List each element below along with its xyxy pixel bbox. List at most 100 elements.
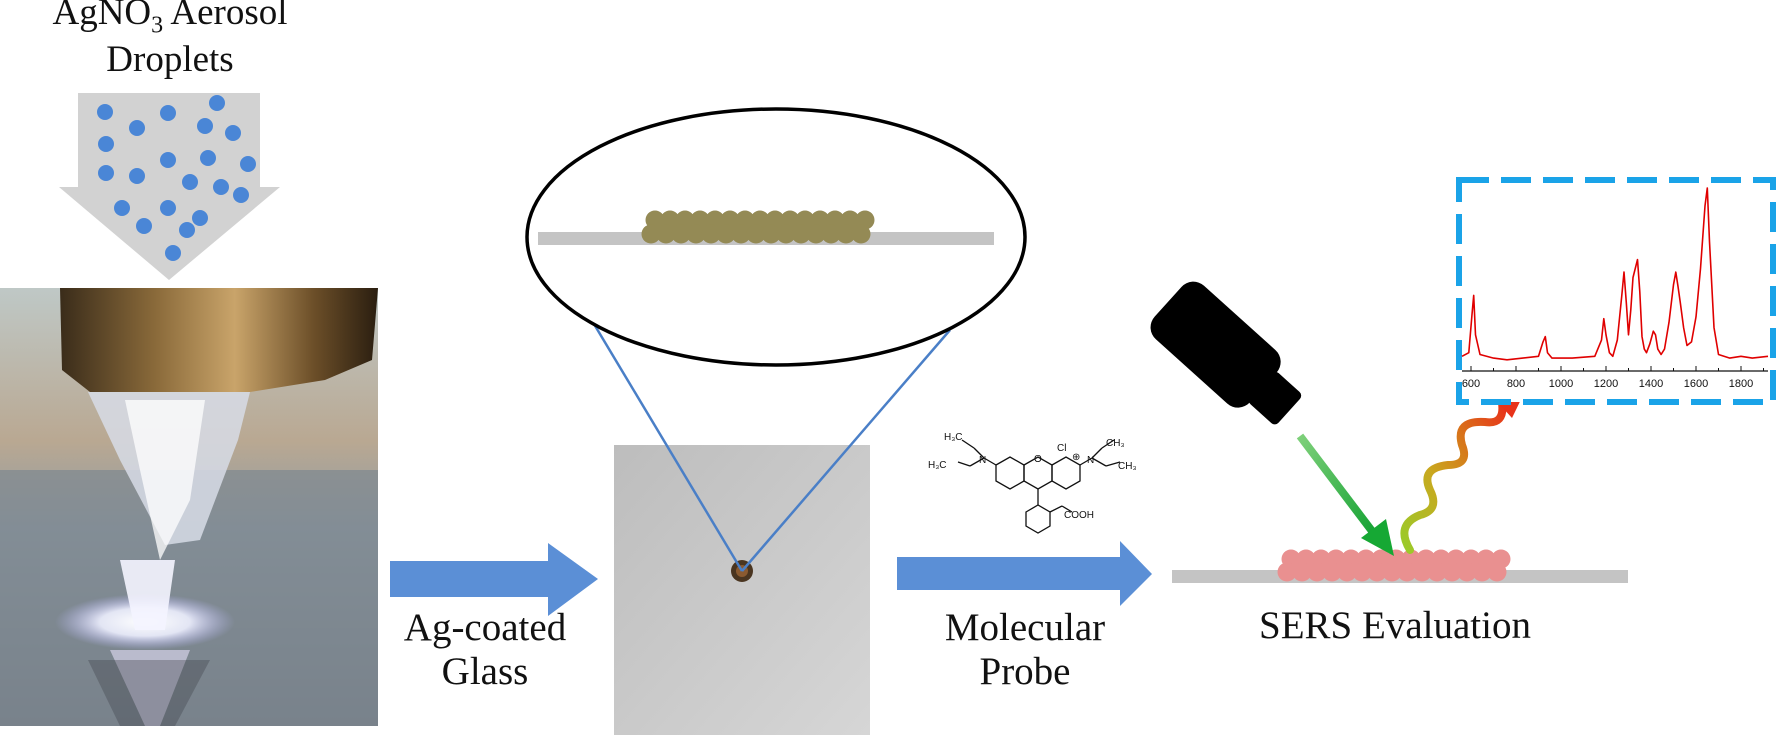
ag-coated-label-line2: Glass [441, 649, 529, 693]
laser-head-icon [1150, 281, 1302, 425]
rhodamine-molecule [957, 439, 1121, 534]
molecule-n-left: N [979, 455, 986, 466]
x-tick-label: 1200 [1594, 378, 1618, 390]
droplet [129, 120, 145, 136]
ag-nanoparticle [671, 224, 691, 244]
sers-nanoparticle [1472, 562, 1492, 582]
droplet [160, 152, 176, 168]
sers-evaluation-label: SERS Evaluation [1230, 604, 1560, 648]
aerosol-label-line1: AgNO3 Aerosol [20, 0, 320, 39]
aerosol-label-line2: Droplets [106, 39, 234, 81]
droplet [197, 118, 213, 134]
x-tick-label: 1800 [1729, 378, 1753, 390]
scattered-light-wave [1400, 385, 1528, 554]
ag-nanoparticle [716, 224, 736, 244]
droplet [182, 174, 198, 190]
droplet [225, 125, 241, 141]
sers-nanoparticle [1427, 562, 1447, 582]
molecular-label-line1: Molecular [944, 606, 1106, 649]
molecular-label-line2: Probe [979, 649, 1071, 693]
molecule-ch3-top: CH₃ [1106, 438, 1125, 449]
molecule-ch3-right: CH₃ [1118, 461, 1137, 472]
arrow-to-sers [897, 541, 1152, 606]
molecule-h3c-top: H₃C [944, 432, 963, 443]
molecule-charge: ⊕ [1072, 452, 1080, 463]
ag-nanoparticle [836, 224, 856, 244]
droplet [129, 168, 145, 184]
aerosol-label-agno: AgNO [52, 0, 152, 33]
molecule-cooh: COOH [1064, 510, 1094, 521]
x-tick-label: 1600 [1684, 378, 1708, 390]
sers-nanoparticle [1397, 562, 1417, 582]
droplet [165, 245, 181, 261]
ag-nanoparticle [761, 224, 781, 244]
molecular-probe-label: Molecular Probe [915, 606, 1135, 693]
droplet [114, 200, 130, 216]
ag-nanoparticle [806, 224, 826, 244]
aerosol-droplets [97, 95, 256, 261]
droplet [233, 187, 249, 203]
ag-nanoparticle [746, 224, 766, 244]
sers-nanoparticle [1367, 562, 1387, 582]
droplet [179, 222, 195, 238]
x-tick-label: 600 [1462, 378, 1480, 390]
ag-nanoparticle [851, 224, 871, 244]
droplet [160, 105, 176, 121]
droplet [160, 200, 176, 216]
sers-nanoparticle [1457, 562, 1477, 582]
molecule-labels: H₃C H₃C N O Cl ⊕ N CH₃ CH₃ COOH [928, 432, 1137, 521]
droplet [240, 156, 256, 172]
ag-nanoparticle [701, 224, 721, 244]
ag-nanoparticle [656, 224, 676, 244]
molecule-n-right: N [1087, 455, 1094, 466]
zoom-line-left [574, 293, 744, 572]
sers-nanoparticle [1322, 562, 1342, 582]
sers-nanoparticle-layer [1277, 549, 1511, 582]
aerosol-label-subscript: 3 [151, 12, 164, 39]
aerosol-label-aerosol: Aerosol [163, 0, 288, 33]
sers-nanoparticle [1352, 562, 1372, 582]
aerosol-arrow [59, 93, 280, 280]
ag-nanoparticle [731, 224, 751, 244]
ag-nanoparticle [791, 224, 811, 244]
torch-nozzle [60, 288, 378, 392]
ag-coated-glass-photo [614, 445, 870, 735]
molecule-o-ring: O [1034, 454, 1042, 465]
ag-nanoparticle [686, 224, 706, 244]
droplet [98, 165, 114, 181]
sers-nanoparticle [1442, 562, 1462, 582]
sers-nanoparticle [1277, 562, 1297, 582]
aerosol-droplets-label: AgNO3 Aerosol Droplets [20, 0, 320, 81]
zoom-line-right [741, 329, 951, 572]
molecule-cl: Cl [1057, 443, 1066, 454]
plasma-torch-photo [0, 288, 378, 726]
x-tick-label: 800 [1507, 378, 1525, 390]
sers-nanoparticle [1337, 562, 1357, 582]
sers-label: SERS Evaluation [1259, 604, 1531, 647]
molecule-h3c-left: H₃C [928, 460, 947, 471]
ag-nanoparticle-layer [641, 210, 875, 244]
droplet [136, 218, 152, 234]
sers-nanoparticle [1382, 562, 1402, 582]
sers-nanoparticle [1307, 562, 1327, 582]
glass-slide [614, 445, 870, 735]
ag-coated-label-line1: Ag-coated [403, 606, 567, 649]
x-tick-label: 1000 [1549, 378, 1573, 390]
spectrum-trace [1461, 187, 1769, 361]
droplet [192, 210, 208, 226]
sers-nanoparticle [1487, 562, 1507, 582]
droplet [200, 150, 216, 166]
aerosol-arrow-shape [59, 93, 280, 280]
ag-nanoparticle [821, 224, 841, 244]
inset-border [1456, 177, 1776, 405]
sers-nanoparticle [1412, 562, 1432, 582]
droplet [98, 136, 114, 152]
ag-nanoparticle [776, 224, 796, 244]
droplet [213, 179, 229, 195]
spectrum-line [1461, 187, 1769, 361]
ag-nanoparticle [641, 224, 661, 244]
laser-beam-arrow [1296, 433, 1394, 556]
